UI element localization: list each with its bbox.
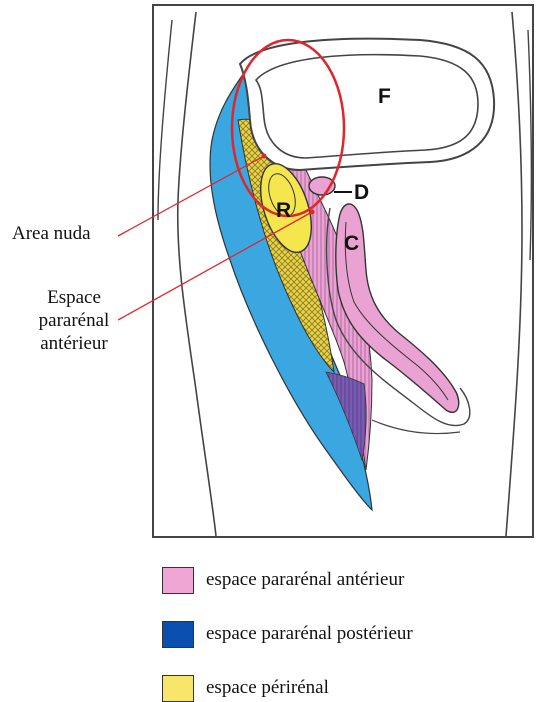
legend-swatch	[162, 567, 194, 594]
legend-label: espace périrénal	[206, 677, 329, 699]
legend-item-anterior: espace pararénal antérieur	[162, 566, 404, 594]
legend-swatch	[162, 675, 194, 702]
callout-line: Espace	[22, 286, 126, 309]
label-D: D	[354, 181, 369, 204]
legend-label: espace pararénal postérieur	[206, 623, 413, 645]
legend-item-posterior: espace pararénal postérieur	[162, 620, 413, 648]
legend-label: espace pararénal antérieur	[206, 569, 404, 591]
label-R: R	[276, 199, 291, 222]
label-C: C	[344, 232, 359, 255]
liver-outline	[240, 39, 494, 170]
callout-line: antérieur	[22, 332, 126, 355]
legend-item-perirenal: espace périrénal	[162, 674, 329, 702]
label-F: F	[378, 85, 391, 108]
callout-line: pararénal	[22, 309, 126, 332]
callout-area-nuda: Area nuda	[12, 222, 91, 245]
callout-espace-pararenal: Espace pararénal antérieur	[22, 286, 126, 355]
legend-swatch	[162, 621, 194, 648]
